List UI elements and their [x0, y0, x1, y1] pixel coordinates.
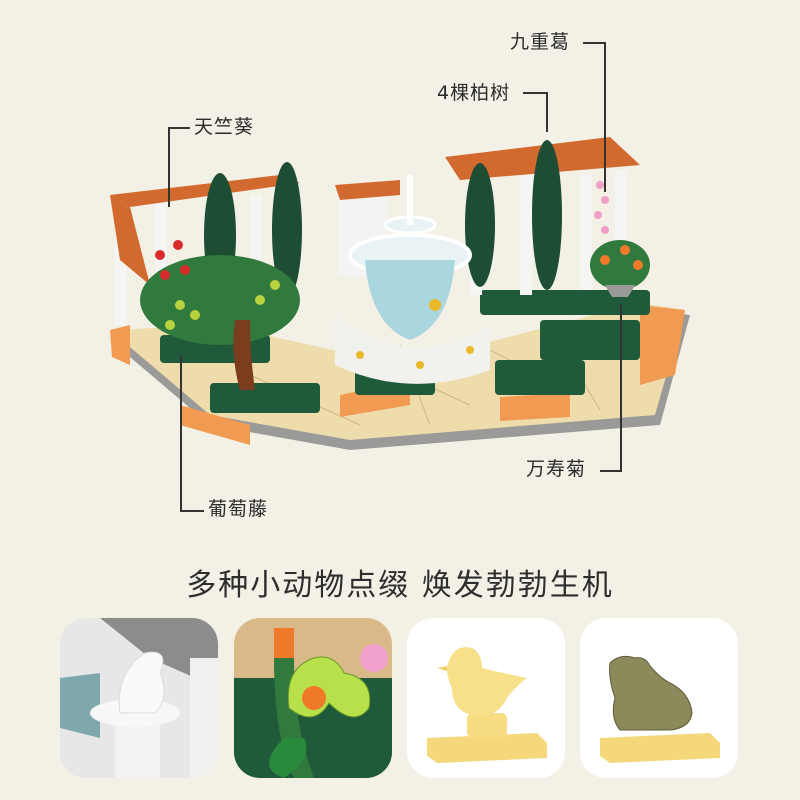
headline: 多种小动物点缀 焕发勃勃生机 — [186, 568, 614, 603]
callout-bougainvillea: 九重葛 — [510, 31, 571, 53]
leader-line-bougainvillea — [604, 42, 606, 192]
leader-line-marigold — [620, 305, 622, 472]
garden-model-illustration — [100, 125, 700, 465]
leader-line-geranium — [168, 127, 190, 129]
callout-grapevine: 葡萄藤 — [208, 498, 269, 520]
thumbnail-white-frog — [60, 618, 218, 778]
leader-line-geranium — [168, 127, 170, 207]
leader-line-grapevine — [180, 510, 204, 512]
callout-geranium: 天竺葵 — [194, 116, 255, 138]
leader-line-bougainvillea — [583, 42, 605, 44]
leader-line-cypress — [523, 92, 547, 94]
callout-cypress: 4棵柏树 — [437, 82, 511, 104]
leader-line-grapevine — [180, 355, 182, 511]
thumbnail-olive-frog — [580, 618, 738, 778]
leader-line-cypress — [546, 92, 548, 132]
thumbnail-yellow-bird — [407, 618, 565, 778]
callout-marigold: 万寿菊 — [526, 458, 587, 480]
leader-line-marigold — [600, 470, 622, 472]
thumbnail-butterfly — [234, 618, 392, 778]
